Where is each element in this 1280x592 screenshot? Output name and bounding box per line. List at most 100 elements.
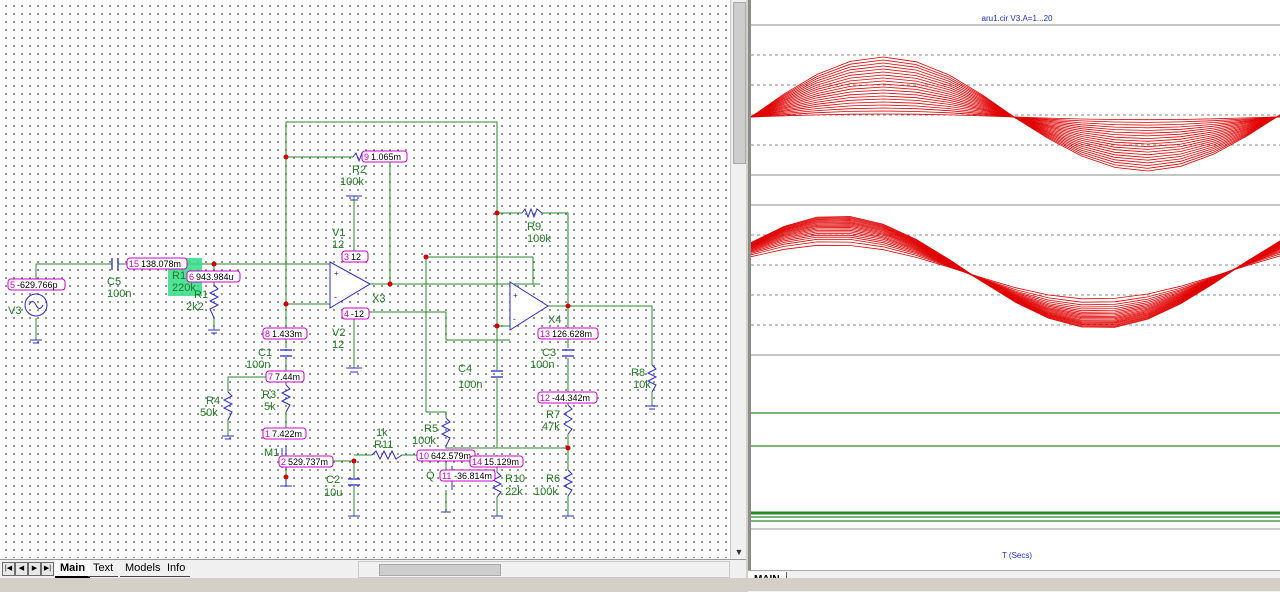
waveform-plot[interactable] [751, 0, 1280, 560]
r6-name: R6 [546, 473, 560, 485]
r11-name: R11 [374, 439, 393, 451]
scroll-down-arrow-icon[interactable]: ▼ [734, 547, 744, 557]
prev-page-icon[interactable]: ◀ [15, 562, 28, 576]
ground-symbols [208, 329, 658, 517]
x4-name: X4 [548, 314, 561, 326]
svg-text:12: 12 [351, 252, 361, 262]
r3-value: 5k [264, 401, 276, 413]
next-page-icon[interactable]: ▶ [28, 562, 41, 576]
battery-symbols [346, 195, 362, 373]
tab-text[interactable]: Text [88, 560, 119, 577]
status-strip [0, 578, 1280, 591]
svg-text:1: 1 [265, 429, 270, 439]
x3-name: X3 [372, 293, 385, 305]
svg-text:-629.766p: -629.766p [17, 280, 58, 290]
c1-value: 100n [246, 359, 270, 371]
r6-value: 100k [534, 486, 558, 498]
svg-text:1.065m: 1.065m [371, 152, 401, 162]
q-name: Q [426, 470, 435, 482]
trace-bottom-7 [751, 231, 1280, 313]
plot-title: aru1.cir V3.A=1...20 [981, 14, 1053, 23]
opamp-x4-symbol[interactable]: + - [509, 281, 549, 331]
c1-name: C1 [258, 347, 272, 359]
r9-value: 100k [527, 233, 551, 245]
schematic-drawing[interactable]: + - + - [0, 0, 730, 558]
svg-text:14: 14 [472, 457, 482, 467]
r4-name: R4 [206, 395, 220, 407]
svg-text:943.984u: 943.984u [196, 272, 234, 282]
m1-name: M1 [264, 447, 279, 459]
r7-value: 47k [542, 421, 560, 433]
r8-value: 10k [633, 379, 651, 391]
tab-models[interactable]: Models [120, 560, 166, 577]
svg-text:11: 11 [442, 471, 451, 481]
c3-value: 100n [530, 359, 554, 371]
r10-name: R10 [505, 473, 525, 485]
wires [35, 121, 653, 516]
node-label-12: 12-44.342m [537, 391, 598, 404]
vertical-scrollbar[interactable]: ▼ [730, 0, 746, 560]
v3-name: V3 [8, 305, 21, 317]
svg-text:-44.342m: -44.342m [552, 393, 590, 403]
trace-top-3 [751, 107, 1280, 126]
capacitor-symbols [111, 258, 574, 486]
svg-text:-12: -12 [351, 309, 364, 319]
trace-bottom-6 [751, 233, 1280, 312]
opamp-x3-symbol[interactable]: + - [329, 261, 372, 309]
node-label-4: 4-12 [341, 307, 370, 320]
trace-bottom-12 [751, 224, 1280, 320]
v2-name: V2 [332, 327, 345, 339]
trace-bottom-4 [751, 236, 1280, 308]
last-page-icon[interactable]: ▶| [41, 562, 54, 576]
schematic-canvas[interactable]: + - + - [0, 0, 730, 558]
horizontal-scrollbar[interactable] [358, 561, 730, 578]
tab-info[interactable]: Info [162, 560, 191, 577]
plot-window: aru1.cir V3.A=1...20 T (Secs) [748, 0, 1280, 578]
r1-value: 220k [172, 282, 196, 294]
trace-bottom-10 [751, 227, 1280, 317]
svg-text:7.44m: 7.44m [275, 372, 300, 382]
v3-source-symbol[interactable] [24, 293, 48, 344]
c2-name: C2 [326, 474, 340, 486]
trace-bottom-13 [751, 223, 1280, 321]
plot-x-axis-label: T (Secs) [1001, 551, 1033, 560]
svg-text:10: 10 [419, 451, 429, 461]
trace-bottom-2 [751, 241, 1280, 303]
svg-text:529.737m: 529.737m [288, 457, 328, 467]
trace-bottom-8 [751, 229, 1280, 315]
svg-text:13: 13 [540, 329, 550, 339]
svg-text:138.078m: 138.078m [141, 259, 181, 269]
c5-value: 100n [107, 288, 131, 300]
r2-value: 100k [340, 176, 364, 188]
svg-text:-36.814m: -36.814m [454, 471, 492, 481]
r5-name: R5 [424, 423, 438, 435]
svg-text:6: 6 [189, 272, 194, 282]
r1-name: R1 [172, 270, 186, 282]
trace-top-4 [751, 104, 1280, 129]
first-page-icon[interactable]: |◀ [2, 562, 15, 576]
r11-value: 1k [376, 427, 388, 439]
svg-text:1.433m: 1.433m [272, 329, 302, 339]
horizontal-scroll-thumb[interactable] [379, 564, 501, 576]
c5-name: C5 [107, 276, 121, 288]
r3-name: R3 [262, 389, 276, 401]
tab-main[interactable]: Main [55, 560, 91, 578]
svg-text:126.628m: 126.628m [552, 329, 592, 339]
r1b-name: R1 [194, 289, 208, 301]
vertical-scroll-thumb[interactable] [733, 2, 746, 164]
v1-name: V1 [332, 227, 345, 239]
trace-bottom-15 [751, 221, 1280, 323]
svg-text:+: + [334, 269, 339, 278]
trace-top-5 [751, 101, 1280, 131]
r7-name: R7 [546, 409, 560, 421]
trace-bottom-11 [751, 225, 1280, 319]
c2-value: 10u [324, 487, 342, 499]
